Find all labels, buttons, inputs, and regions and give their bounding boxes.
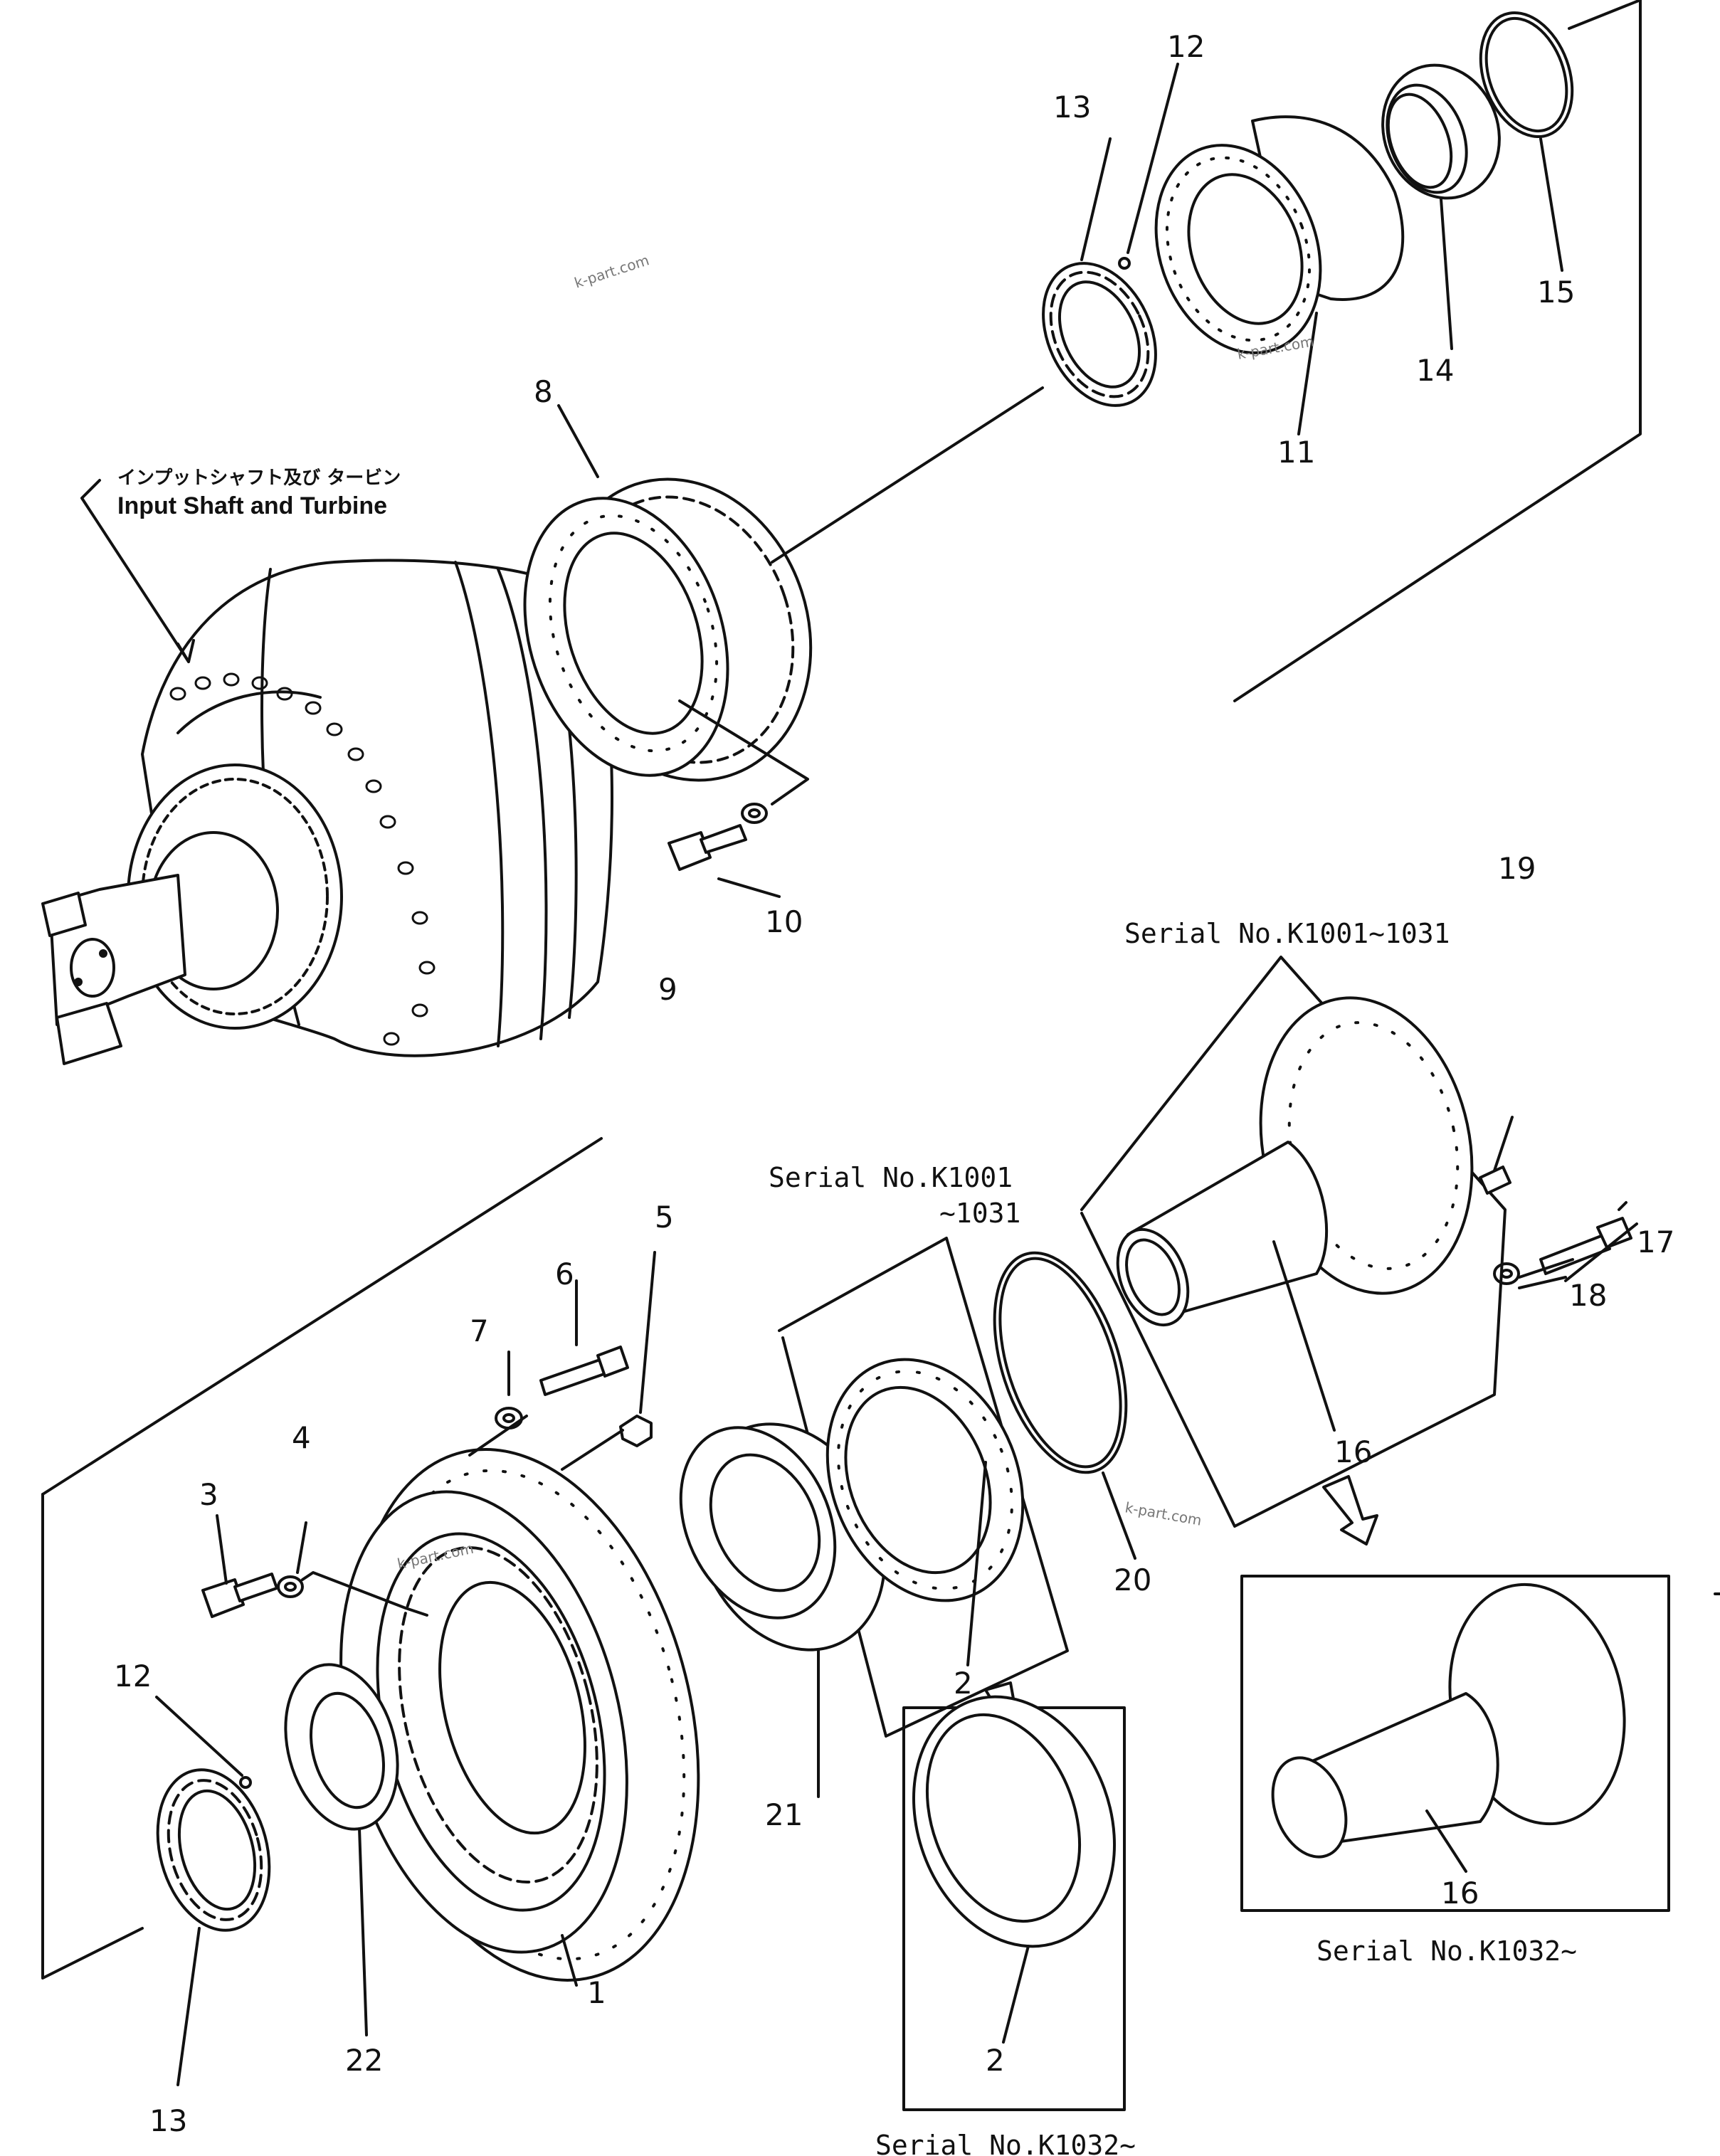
upper-leader-lines bbox=[557, 63, 1563, 898]
callout-21: 21 bbox=[765, 1797, 803, 1832]
callout-17: 17 bbox=[1637, 1225, 1674, 1259]
part-17-bolt bbox=[1539, 1201, 1638, 1282]
retainer-late-box bbox=[902, 1695, 1126, 2111]
serial-label-retainer-early-line2: ~1031 bbox=[939, 1198, 1020, 1229]
part-9-bolt bbox=[668, 824, 747, 871]
callout-6: 6 bbox=[555, 1257, 574, 1291]
serial-label-retainer-late: Serial No.K1032~ bbox=[875, 2130, 1136, 2156]
watermark: k-part.com bbox=[572, 251, 651, 291]
callout-3: 3 bbox=[199, 1477, 218, 1512]
callout-20: 20 bbox=[1114, 1563, 1151, 1597]
part-12-lower-pin bbox=[239, 1776, 252, 1789]
part-4-washer bbox=[277, 1575, 304, 1598]
callout-14: 14 bbox=[1416, 353, 1454, 388]
serial-label-hub-late: Serial No.K1032~ bbox=[1317, 1935, 1577, 1967]
callout-12-lower: 12 bbox=[114, 1659, 152, 1693]
upper-group-outline bbox=[1233, 0, 1642, 702]
part-12-upper-pin bbox=[1118, 257, 1131, 270]
callout-5: 5 bbox=[655, 1200, 674, 1235]
input-shaft-leader bbox=[80, 479, 195, 663]
lower-left-leader-lines bbox=[155, 1251, 656, 2086]
callout-11: 11 bbox=[1277, 435, 1315, 470]
callout-18: 18 bbox=[1569, 1278, 1607, 1313]
caption-input-shaft-jp: インプットシャフト及び タービン bbox=[117, 467, 401, 489]
part-22-lock-nut bbox=[284, 1663, 399, 1831]
part-18-washer bbox=[1493, 1258, 1574, 1289]
arrow-to-hub-late bbox=[1322, 1475, 1378, 1545]
serial-label-hub-early: Serial No.K1001~1031 bbox=[1124, 918, 1450, 949]
callout-4: 4 bbox=[292, 1420, 311, 1455]
callout-1: 1 bbox=[587, 1975, 606, 2010]
part-14-bearing bbox=[1381, 63, 1501, 200]
callout-2-late: 2 bbox=[986, 2043, 1005, 2078]
input-shaft-yoke bbox=[41, 874, 186, 1065]
callout-9: 9 bbox=[658, 972, 677, 1007]
part-13-lower-spacer bbox=[156, 1768, 271, 1932]
callout-15: 15 bbox=[1537, 275, 1575, 310]
part-11-housing bbox=[1154, 115, 1405, 354]
turbine-bolt-holes bbox=[169, 672, 436, 1046]
callout-22: 22 bbox=[345, 2043, 383, 2078]
callout-13-upper: 13 bbox=[1053, 90, 1091, 125]
part-13-upper-spacer bbox=[1042, 262, 1157, 407]
part-20-seal-ring bbox=[993, 1251, 1128, 1474]
input-shaft-turbine-assembly bbox=[41, 479, 613, 1065]
watermark: k-part.com bbox=[1124, 1499, 1203, 1529]
caption-input-shaft: インプットシャフト及び タービン Input Shaft and Turbine bbox=[117, 467, 401, 519]
part-7-washer bbox=[495, 1407, 523, 1430]
serial-label-retainer-early-line1: Serial No.K1001 bbox=[769, 1162, 1013, 1193]
part-number-callouts: 1 2 2 2 3 4 5 6 7 8 9 10 11 12 12 13 13 … bbox=[114, 29, 1674, 2138]
caption-input-shaft-en: Input Shaft and Turbine bbox=[117, 492, 387, 519]
callout-2-early: 2 bbox=[954, 1666, 973, 1701]
callout-13-lower: 13 bbox=[149, 2103, 187, 2138]
part-8-gear-ring bbox=[523, 477, 813, 782]
part-19-plug bbox=[1479, 1116, 1514, 1195]
middle-leader-lines bbox=[817, 1461, 1136, 1798]
part-6-bolt bbox=[539, 1346, 629, 1396]
lower-left-group-outline bbox=[41, 1137, 603, 1980]
part-15-snap-ring bbox=[1479, 11, 1574, 139]
part-10-washer bbox=[741, 803, 768, 824]
callout-8: 8 bbox=[534, 374, 553, 409]
callout-7: 7 bbox=[470, 1314, 489, 1348]
part-2-retainer-early bbox=[825, 1358, 1025, 1602]
callout-16-late: 16 bbox=[1441, 1876, 1479, 1911]
right-group-outline bbox=[1080, 956, 1507, 1528]
hub-late-box bbox=[1240, 1575, 1670, 1912]
part-16-hub-early bbox=[1116, 996, 1474, 1432]
part-5-nut bbox=[619, 1415, 653, 1447]
part-3-bolt bbox=[201, 1573, 278, 1618]
callout-16-early: 16 bbox=[1334, 1434, 1372, 1469]
callout-12-upper: 12 bbox=[1167, 29, 1205, 64]
callout-19: 19 bbox=[1498, 851, 1536, 886]
callout-10: 10 bbox=[765, 904, 803, 939]
